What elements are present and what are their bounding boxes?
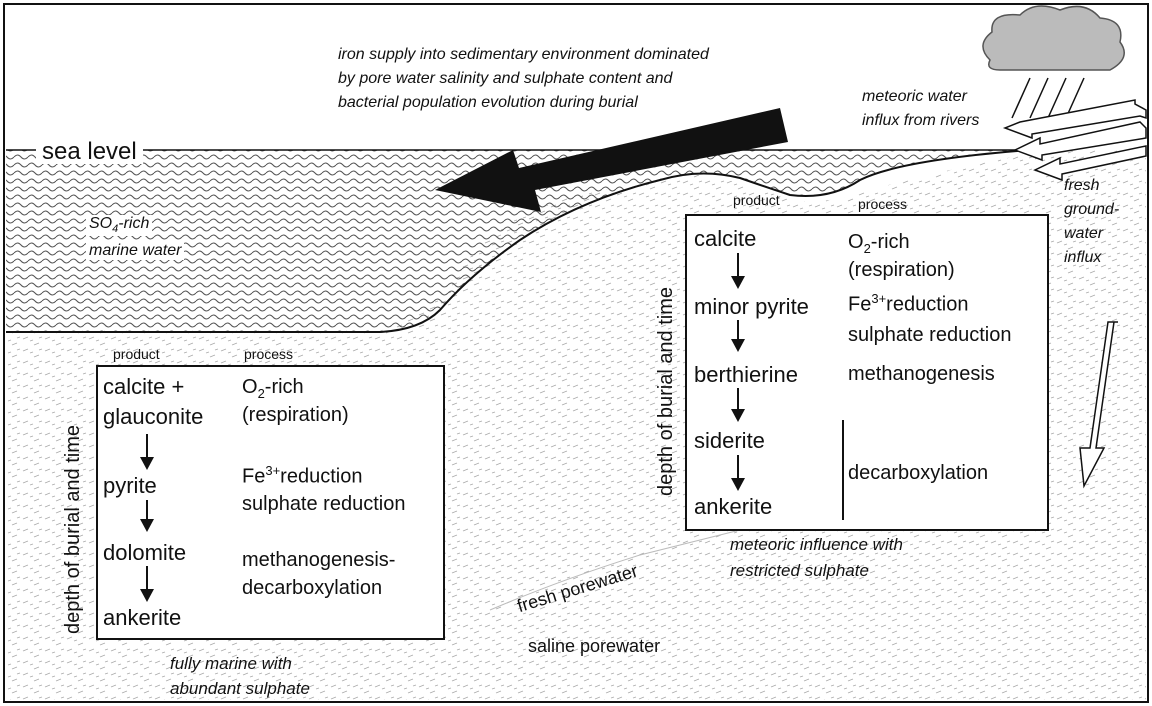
meteoric-label-1: meteoric water <box>862 89 967 105</box>
left-header-process: process <box>244 347 293 361</box>
iron-supply-label-1: iron supply into sedimentary environment… <box>338 47 709 63</box>
left-arrow-1 <box>146 434 148 458</box>
so4-rich-label: SO4-rich <box>86 215 152 236</box>
left-mineral-ankerite: ankerite <box>103 607 181 629</box>
marine-caption-2: abundant sulphate <box>170 680 310 697</box>
right-process-1: O2-rich <box>848 232 910 255</box>
meteoric-caption-2: restricted sulphate <box>730 562 869 579</box>
right-mineral-ankerite: ankerite <box>694 496 772 518</box>
meteoric-caption-1: meteoric influence with <box>730 536 903 553</box>
left-process-3: methanogenesis- <box>242 550 395 570</box>
left-process-3b: decarboxylation <box>242 578 382 598</box>
right-arrow-1 <box>737 253 739 277</box>
fresh-gw-label-1: fresh <box>1064 178 1100 194</box>
right-axis-label: depth of burial and time <box>655 287 678 496</box>
meteoric-label-2: influx from rivers <box>862 113 979 129</box>
left-arrow-3 <box>146 566 148 590</box>
left-arrow-2 <box>146 500 148 520</box>
left-axis-label: depth of burial and time <box>62 425 85 634</box>
iron-supply-label-3: bacterial population evolution during bu… <box>338 95 638 111</box>
marine-water-label: marine water <box>86 242 184 260</box>
sea-level-label: sea level <box>36 140 143 164</box>
iron-supply-label-2: by pore water salinity and sulphate cont… <box>338 71 672 87</box>
left-process-1: O2-rich <box>242 377 304 400</box>
left-mineral-pyrite: pyrite <box>103 475 157 497</box>
right-process-4: decarboxylation <box>848 463 988 483</box>
right-bracket-line <box>842 420 844 520</box>
left-mineral-calcite: calcite + <box>103 376 184 398</box>
right-process-2b: sulphate reduction <box>848 325 1011 345</box>
right-arrow-4 <box>737 455 739 479</box>
right-arrow-2 <box>737 320 739 340</box>
right-arrow-3 <box>737 388 739 410</box>
right-process-3: methanogenesis <box>848 364 995 384</box>
right-process-1b: (respiration) <box>848 260 955 280</box>
left-process-1b: (respiration) <box>242 405 349 425</box>
right-mineral-minor-pyrite: minor pyrite <box>694 296 809 318</box>
right-mineral-siderite: siderite <box>694 430 765 452</box>
fresh-gw-label-4: influx <box>1064 250 1101 266</box>
left-header-product: product <box>113 347 160 361</box>
left-process-2: Fe3+reduction <box>242 464 362 487</box>
right-mineral-calcite: calcite <box>694 228 756 250</box>
marine-caption-1: fully marine with <box>170 655 292 672</box>
saline-porewater-label: saline porewater <box>528 637 660 655</box>
left-mineral-dolomite: dolomite <box>103 542 186 564</box>
left-process-2b: sulphate reduction <box>242 494 405 514</box>
right-mineral-berthierine: berthierine <box>694 364 798 386</box>
fresh-gw-label-2: ground- <box>1064 202 1119 218</box>
left-mineral-glauconite: glauconite <box>103 406 203 428</box>
fresh-gw-label-3: water <box>1064 226 1103 242</box>
right-header-product: product <box>733 193 780 207</box>
right-header-process: process <box>858 197 907 211</box>
right-process-2: Fe3+reduction <box>848 292 968 315</box>
